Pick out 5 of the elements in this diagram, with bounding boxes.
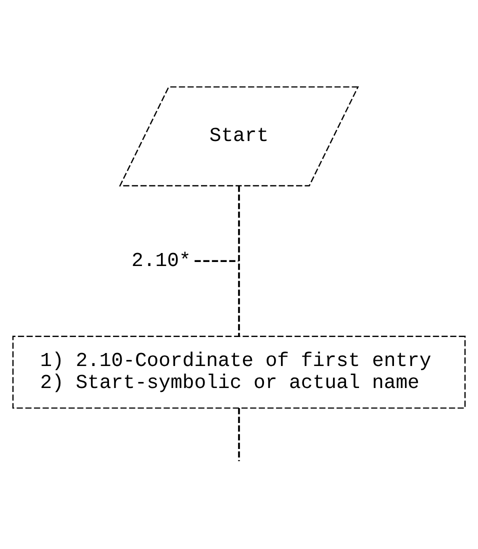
node-text: 2.10* — [132, 250, 191, 272]
connector — [238, 186, 240, 336]
connector — [238, 408, 240, 462]
node-box: 1) 2.10-Coordinate of first entry 2) Start-symbolic or actual name — [12, 336, 466, 409]
connector — [194, 260, 238, 262]
